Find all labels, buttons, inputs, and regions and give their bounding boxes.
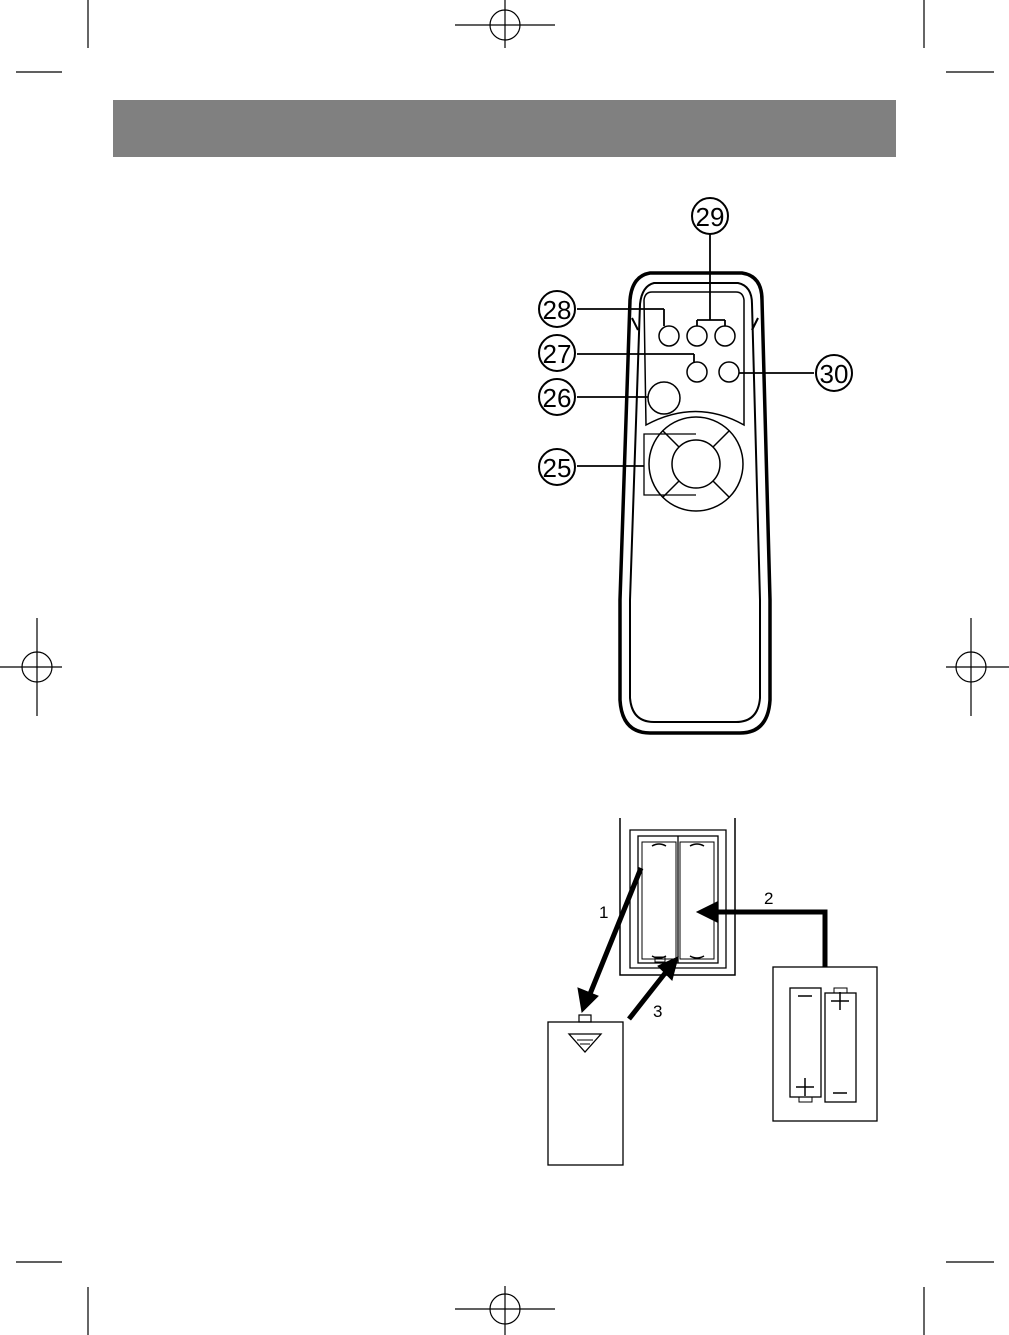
callout-25: 25 (543, 453, 572, 483)
navigation-pad (644, 417, 743, 511)
remote-control (620, 273, 770, 733)
callout-26: 26 (543, 383, 572, 413)
button-26 (648, 382, 680, 414)
registration-mark-right (946, 618, 1009, 716)
step-1-label: 1 (599, 903, 608, 922)
crop-marks (16, 0, 994, 1335)
callout-30: 30 (820, 359, 849, 389)
arrow-2-head (697, 902, 717, 922)
callout-leaders (577, 234, 814, 466)
callout-29: 29 (696, 202, 725, 232)
step-2-label: 2 (764, 889, 773, 908)
callout-27: 27 (543, 339, 572, 369)
callout-labels: 29 28 27 26 25 30 (543, 202, 849, 483)
battery-compartment (620, 818, 735, 975)
registration-mark-top (455, 0, 555, 48)
callout-badges (539, 198, 852, 485)
button-29b (715, 326, 735, 346)
registration-mark-left (0, 618, 62, 716)
button-30 (719, 362, 739, 382)
batteries (773, 967, 877, 1121)
button-27 (687, 362, 707, 382)
step-3-label: 3 (653, 1002, 662, 1021)
arrow-1-head (578, 988, 598, 1012)
button-28 (659, 326, 679, 346)
button-29a (687, 326, 707, 346)
callout-28: 28 (543, 295, 572, 325)
step-arrows (578, 868, 825, 1019)
battery-cover (548, 1015, 623, 1165)
registration-mark-bottom (455, 1286, 555, 1335)
